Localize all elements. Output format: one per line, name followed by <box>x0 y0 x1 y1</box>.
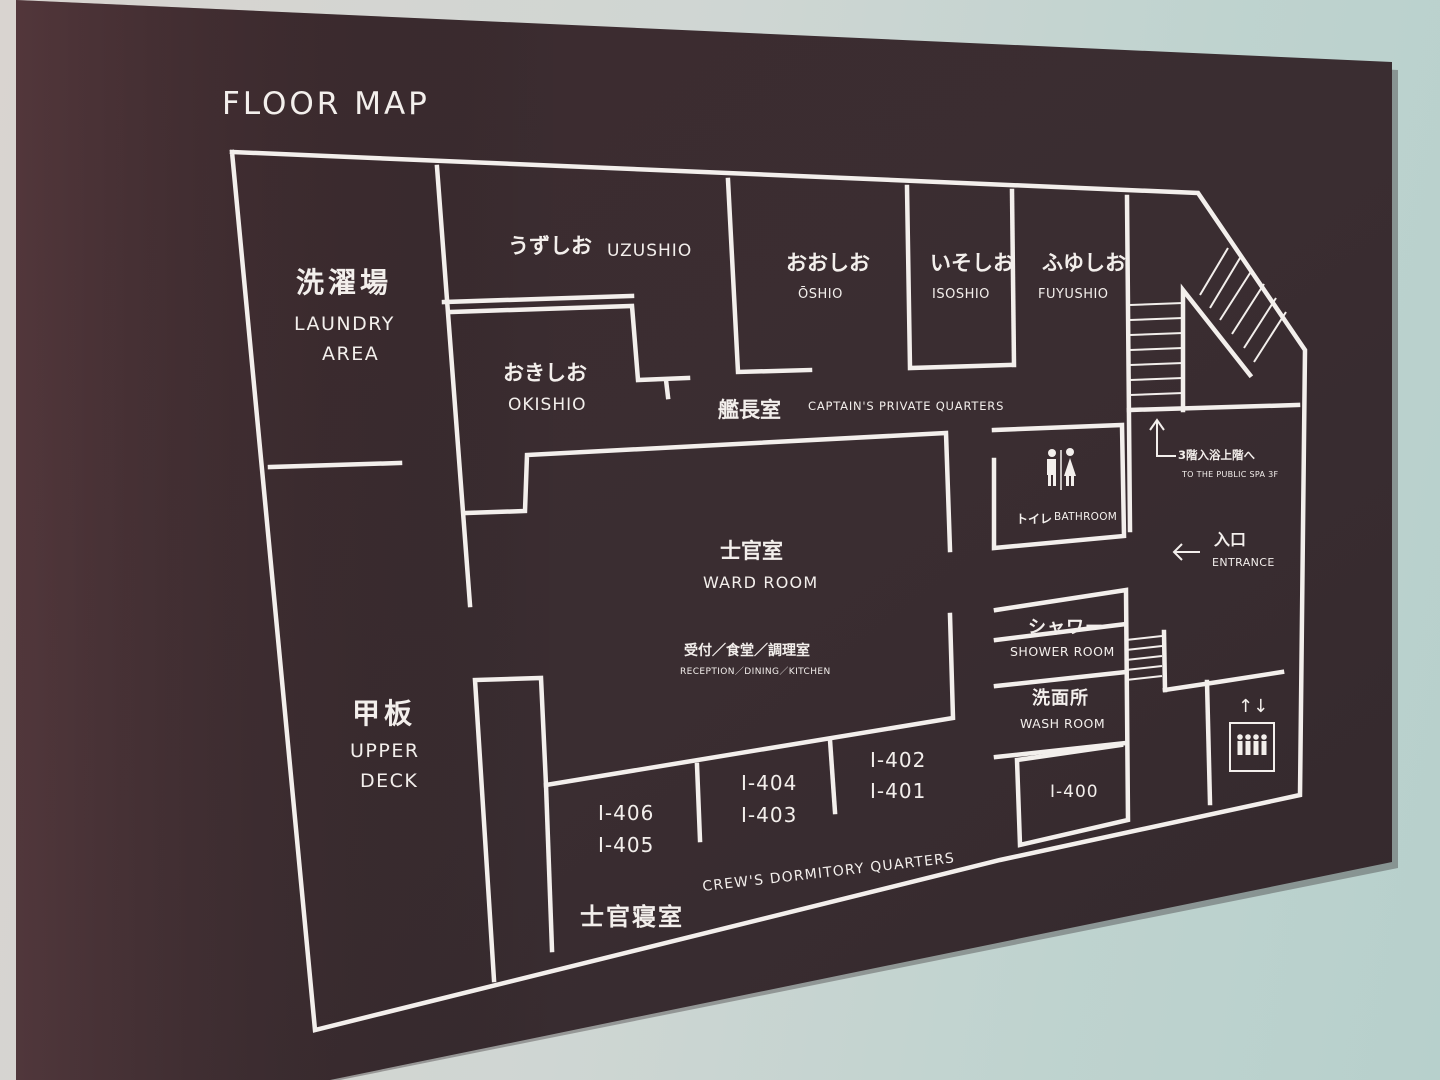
cabin-400: I-400 <box>1050 782 1099 802</box>
fuyushio-jp: ふゆしお <box>1042 251 1126 275</box>
up-left-arrow-icon <box>1149 418 1176 457</box>
deck-jp: 甲板 <box>352 697 416 730</box>
restroom-icon <box>1047 448 1076 490</box>
crew-jp: 士官寝室 <box>580 903 684 931</box>
ward-sub-jp: 受付／食堂／調理室 <box>684 642 810 659</box>
isoshio-en: ISOSHIO <box>932 287 990 302</box>
cabin-406: I-406 <box>598 801 654 825</box>
ward-en: WARD ROOM <box>703 573 818 592</box>
uzushio-en: UZUSHIO <box>607 241 692 261</box>
staircase-lower <box>1125 629 1168 693</box>
laundry-en-1: LAUNDRY <box>294 313 395 335</box>
oshio-en: ŌSHIO <box>798 287 843 302</box>
uzushio-jp: うずしお <box>508 234 592 258</box>
fuyushio-en: FUYUSHIO <box>1038 287 1109 302</box>
cabin-404: I-404 <box>741 771 797 795</box>
laundry-jp: 洗濯場 <box>296 266 392 299</box>
cabin-402: I-402 <box>870 748 926 772</box>
spa-jp: 3階入浴上階へ <box>1178 448 1256 462</box>
bathroom-en: BATHROOM <box>1054 511 1117 523</box>
cabin-403: I-403 <box>741 803 797 827</box>
ward-jp: 士官室 <box>720 539 783 563</box>
map-title: FLOOR MAP <box>222 86 430 122</box>
spa-en: TO THE PUBLIC SPA 3F <box>1181 470 1279 479</box>
laundry-en-2: AREA <box>322 343 379 365</box>
entrance-en: ENTRANCE <box>1212 556 1275 569</box>
shower-en: SHOWER ROOM <box>1010 644 1115 659</box>
okishio-jp: おきしお <box>503 361 587 385</box>
ward-sub-en: RECEPTION／DINING／KITCHEN <box>680 666 831 677</box>
interior-walls <box>267 164 1301 983</box>
captain-en: CAPTAIN'S PRIVATE QUARTERS <box>808 399 1004 413</box>
captain-jp: 艦長室 <box>718 398 781 422</box>
oshio-jp: おおしお <box>786 251 870 275</box>
entrance-jp: 入口 <box>1214 530 1246 549</box>
deck-en-2: DECK <box>360 770 418 792</box>
outer-walls <box>229 149 1308 1033</box>
wash-en: WASH ROOM <box>1020 716 1105 731</box>
staircase-upper <box>1129 247 1287 413</box>
isoshio-jp: いそしお <box>930 251 1014 275</box>
deck-en-1: UPPER <box>350 740 420 762</box>
cabin-401: I-401 <box>870 779 926 803</box>
left-arrow-icon <box>1172 543 1200 561</box>
cabin-405: I-405 <box>598 833 654 857</box>
elevator-arrows-icon: ↑↓ <box>1238 696 1268 717</box>
wash-jp: 洗面所 <box>1032 687 1089 709</box>
elevator-icon <box>1229 722 1275 772</box>
shower-jp: シャワー <box>1028 617 1104 638</box>
board-glare <box>16 0 1392 1080</box>
bathroom-jp: トイレ <box>1016 512 1052 526</box>
okishio-en: OKISHIO <box>508 395 587 415</box>
